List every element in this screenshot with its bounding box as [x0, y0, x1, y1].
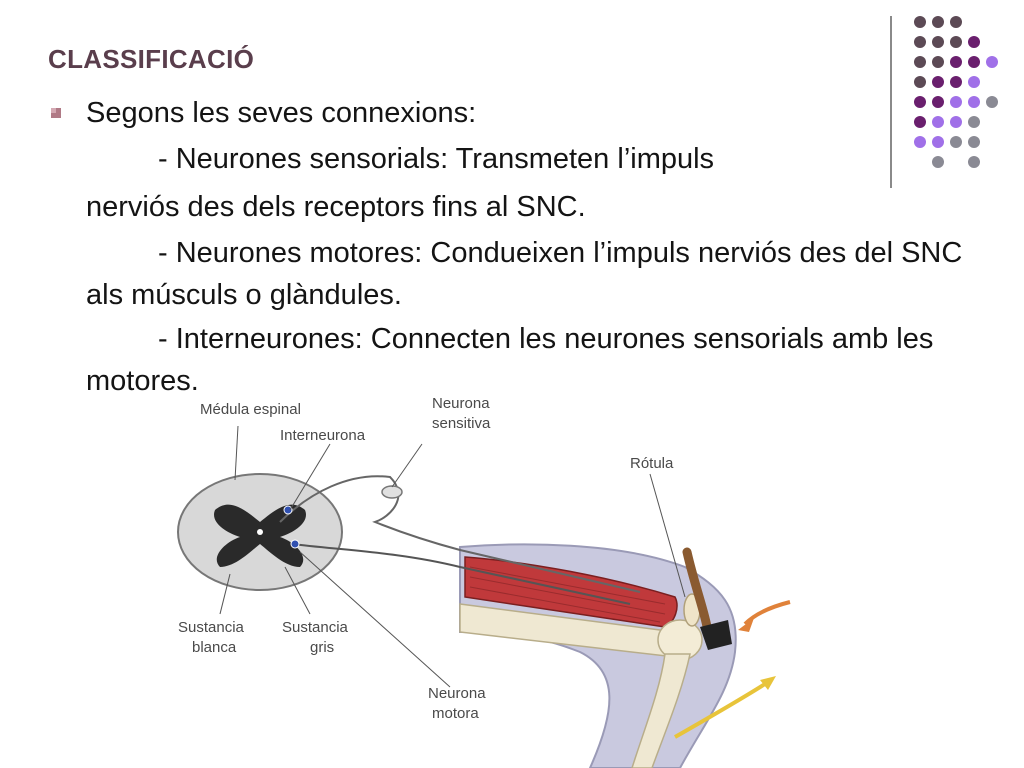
- label-neurona-motora-2: motora: [432, 705, 479, 722]
- label-neurona-sensitiva-1: Neurona: [432, 395, 490, 412]
- label-medula: Médula espinal: [200, 401, 301, 418]
- line-motores: - Neurones motores: Condueixen l’impuls …: [86, 237, 963, 311]
- bullet-icon: [51, 108, 61, 118]
- motor-neuron-path: [291, 543, 631, 605]
- line-sensorial: - Neurones sensorials: Transmeten l’impu…: [158, 143, 715, 175]
- reflex-hammer-head: [700, 620, 732, 650]
- label-sustancia-blanca-1: Sustancia: [178, 619, 245, 636]
- line-sensorial-cont: nerviós des dels receptors fins al SNC.: [86, 191, 586, 223]
- label-sustancia-gris-1: Sustancia: [282, 619, 349, 636]
- interneuron-cell: [283, 505, 293, 515]
- section-heading: Segons les seves connexions:: [86, 97, 477, 129]
- decorative-dot-grid: [914, 16, 998, 168]
- divider-line: [890, 16, 892, 188]
- label-interneurona: Interneurona: [280, 427, 366, 444]
- strike-arrow: [743, 600, 791, 626]
- label-neurona-motora-1: Neurona: [428, 685, 486, 702]
- label-rotula: Rótula: [630, 455, 674, 472]
- sensory-neuron-path: [279, 475, 641, 593]
- label-neurona-sensitiva-2: sensitiva: [432, 415, 491, 432]
- kick-arrow: [674, 680, 770, 739]
- label-sustancia-gris-2: gris: [310, 639, 334, 656]
- central-canal: [257, 529, 263, 535]
- tibia-bone: [631, 653, 691, 768]
- motor-neuron-cell: [290, 539, 300, 549]
- slide-title: CLASSIFICACIÓ: [48, 44, 255, 74]
- sensory-ganglion: [381, 485, 403, 499]
- reflex-arc-diagram: Médula espinal Interneurona Neurona sens…: [177, 395, 791, 768]
- line-interneurones: - Interneurones: Connecten les neurones …: [86, 323, 934, 397]
- label-sustancia-blanca-2: blanca: [192, 639, 237, 656]
